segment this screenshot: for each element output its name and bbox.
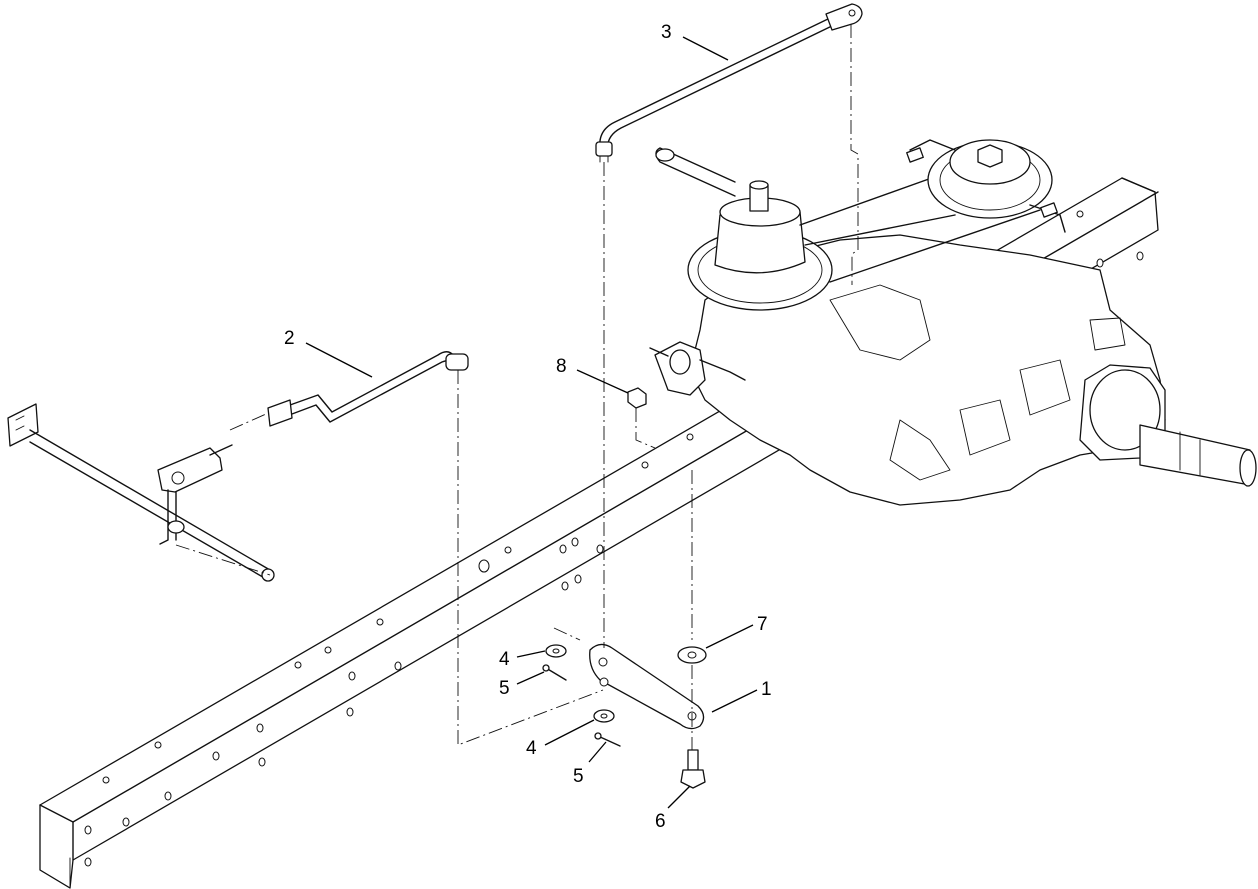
svg-text:8: 8 — [556, 356, 567, 377]
upper-control-rod — [595, 3, 863, 163]
nut-8 — [627, 387, 647, 409]
callout-3: 3 — [661, 22, 729, 61]
callout-4-lower: 4 — [526, 719, 595, 759]
idler-pulley — [906, 139, 1066, 233]
pivot-arm — [589, 643, 705, 730]
lower-control-rod — [267, 351, 469, 427]
svg-text:4: 4 — [499, 649, 510, 670]
callout-6: 6 — [655, 785, 691, 832]
shoulder-bolt-6 — [680, 749, 706, 789]
svg-text:2: 2 — [284, 328, 295, 349]
control-bracket — [649, 341, 746, 396]
svg-text:4: 4 — [526, 738, 537, 759]
callouts: 3 2 8 7 4 5 1 4 — [284, 22, 772, 832]
svg-text:3: 3 — [661, 22, 672, 43]
axle-housing — [1079, 364, 1257, 487]
callout-5-upper: 5 — [499, 671, 545, 699]
pedal-shaft-assembly — [7, 403, 275, 582]
washer-7 — [677, 646, 707, 664]
drive-pulley — [655, 147, 833, 311]
cotter-pin-5-upper — [542, 664, 567, 681]
callout-1: 1 — [711, 679, 772, 713]
callout-4-upper: 4 — [499, 649, 546, 670]
transmission-assembly — [649, 139, 1257, 506]
svg-text:1: 1 — [761, 679, 772, 700]
callout-5-lower: 5 — [573, 741, 607, 787]
svg-text:5: 5 — [573, 766, 584, 787]
svg-text:7: 7 — [757, 614, 768, 635]
cotter-pin-5-lower — [594, 732, 621, 747]
washer-4-upper — [545, 644, 567, 658]
washer-4-lower — [593, 709, 615, 723]
svg-text:5: 5 — [499, 678, 510, 699]
svg-text:6: 6 — [655, 811, 666, 832]
callout-8: 8 — [556, 356, 629, 394]
assembly-lines — [175, 24, 859, 750]
callout-7: 7 — [705, 614, 768, 649]
callout-2: 2 — [284, 328, 373, 378]
